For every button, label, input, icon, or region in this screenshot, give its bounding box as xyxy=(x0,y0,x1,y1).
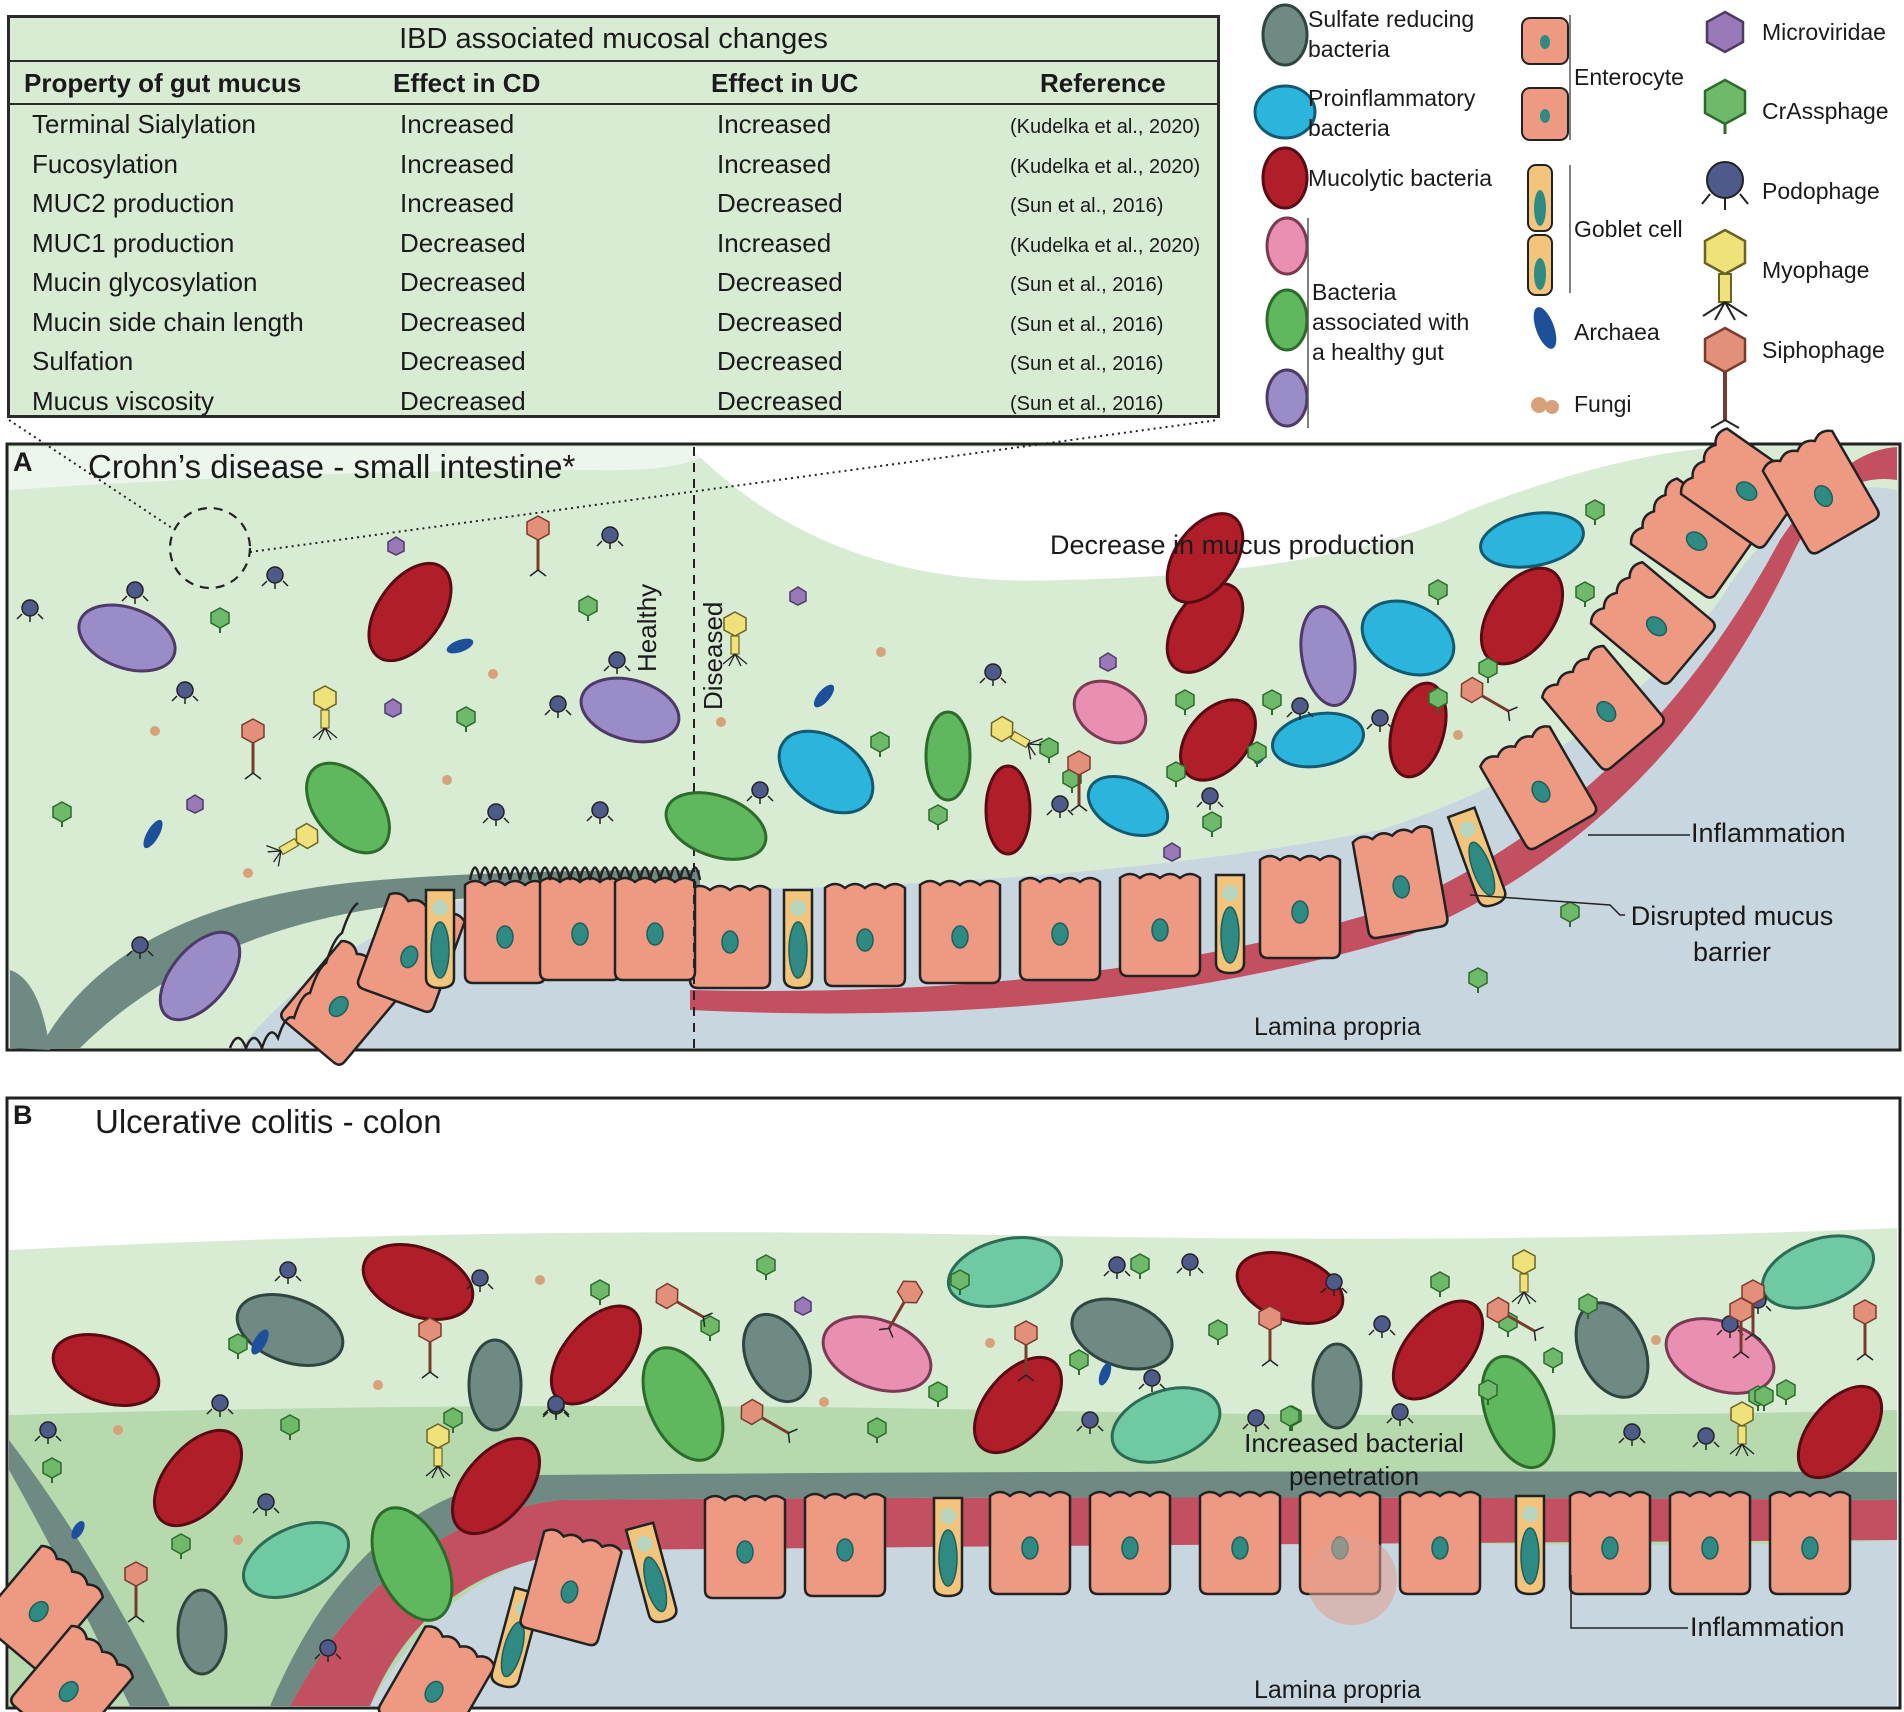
mucus-production-note: Decrease in mucus production xyxy=(1050,530,1415,560)
col-header-uc: Effect in UC xyxy=(711,68,859,98)
row-effect-uc: Decreased xyxy=(717,385,843,416)
row-effect-uc: Increased xyxy=(717,109,832,139)
fungi-a xyxy=(150,647,1463,878)
row-reference: (Sun et al., 2016) xyxy=(1010,274,1164,296)
col-header-cd: Effect in CD xyxy=(393,68,541,98)
divider-diseased-label: Diseased xyxy=(698,601,728,710)
row-property: MUC1 production xyxy=(32,227,235,258)
col-header-reference: Reference xyxy=(1040,68,1166,98)
row-reference: (Kudelka et al., 2020) xyxy=(1010,234,1201,257)
col-header-property: Property of gut mucus xyxy=(24,68,302,98)
legend-siphophage-label: Siphophage xyxy=(1762,337,1885,363)
legend-goblet-label: Goblet cell xyxy=(1574,216,1683,242)
row-effect-uc: Increased xyxy=(717,148,832,179)
lamina-propria-label-b: Lamina propria xyxy=(1254,1676,1421,1704)
legend-sulfate-label: Sulfate reducing bacteria xyxy=(1308,6,1475,62)
disrupted-barrier-label: Disrupted mucus barrier xyxy=(1630,901,1834,967)
legend-proinflammatory-label: Proinflammatory bacteria xyxy=(1308,85,1476,141)
panel-b-label: B xyxy=(13,1100,33,1130)
row-effect-cd: Decreased xyxy=(400,346,526,376)
legend-crassphage-label: CrAssphage xyxy=(1762,98,1889,124)
row-reference: (Sun et al., 2016) xyxy=(1010,353,1164,375)
legend-enterocyte-label: Enterocyte xyxy=(1574,64,1684,90)
row-effect-uc: Decreased xyxy=(717,306,843,337)
legend-icons xyxy=(1253,3,1749,429)
row-effect-uc: Decreased xyxy=(717,267,843,297)
panel-a-title: Crohn’s disease - small intestine* xyxy=(88,448,576,485)
legend-archaea-label: Archaea xyxy=(1574,319,1660,345)
legend-healthy-label: Bacteria associated with a healthy gut xyxy=(1312,279,1470,365)
row-effect-cd: Decreased xyxy=(400,385,526,416)
row-effect-cd: Increased xyxy=(400,148,515,179)
bacterial-penetration-label: Increased bacterial penetration xyxy=(1244,1428,1464,1491)
row-reference: (Kudelka et al., 2020) xyxy=(1010,116,1201,138)
row-reference: (Sun et al., 2016) xyxy=(1010,392,1164,415)
row-effect-cd: Decreased xyxy=(400,306,526,337)
row-effect-cd: Increased xyxy=(400,188,515,218)
row-property: Mucin glycosylation xyxy=(32,267,258,297)
legend-microviridae-label: Microviridae xyxy=(1762,19,1886,45)
lamina-propria-label-a: Lamina propria xyxy=(1254,1013,1421,1041)
row-effect-uc: Increased xyxy=(717,227,832,258)
fungi-b xyxy=(113,1275,1661,1545)
legend-myophage-label: Myophage xyxy=(1762,257,1870,283)
row-property: Fucosylation xyxy=(32,148,178,179)
table-title: IBD associated mucosal changes xyxy=(10,18,1217,62)
row-effect-cd: Decreased xyxy=(400,267,526,297)
header-divider xyxy=(10,103,1217,105)
row-property: Terminal Sialylation xyxy=(32,109,256,139)
mucosal-changes-table: IBD associated mucosal changes Property … xyxy=(7,15,1220,418)
row-property: MUC2 production xyxy=(32,188,235,218)
row-property: Mucin side chain length xyxy=(32,306,304,337)
row-property: Mucus viscosity xyxy=(32,385,215,416)
row-effect-uc: Decreased xyxy=(717,188,843,218)
row-reference: (Sun et al., 2016) xyxy=(1010,195,1164,217)
divider-healthy-label: Healthy xyxy=(632,583,662,672)
inflammation-label-a: Inflammation xyxy=(1691,818,1846,848)
row-reference: (Sun et al., 2016) xyxy=(1010,313,1164,336)
row-effect-uc: Decreased xyxy=(717,346,843,376)
panel-a-label: A xyxy=(13,447,33,477)
inflammation-label-b: Inflammation xyxy=(1690,1612,1845,1642)
legend-mucolytic-label: Mucolytic bacteria xyxy=(1308,165,1493,191)
row-reference: (Kudelka et al., 2020) xyxy=(1010,155,1201,178)
bacteria-a xyxy=(77,511,1585,1022)
row-effect-cd: Increased xyxy=(400,109,515,139)
row-property: Sulfation xyxy=(32,346,134,376)
legend-podophage-label: Podophage xyxy=(1762,178,1880,204)
legend-fungi-label: Fungi xyxy=(1574,391,1632,417)
panel-b xyxy=(0,1096,1902,1712)
panel-b-title: Ulcerative colitis - colon xyxy=(95,1103,442,1140)
panel-a xyxy=(5,419,1902,1069)
epithelium-healthy xyxy=(10,866,702,1069)
row-effect-cd: Decreased xyxy=(400,227,526,258)
